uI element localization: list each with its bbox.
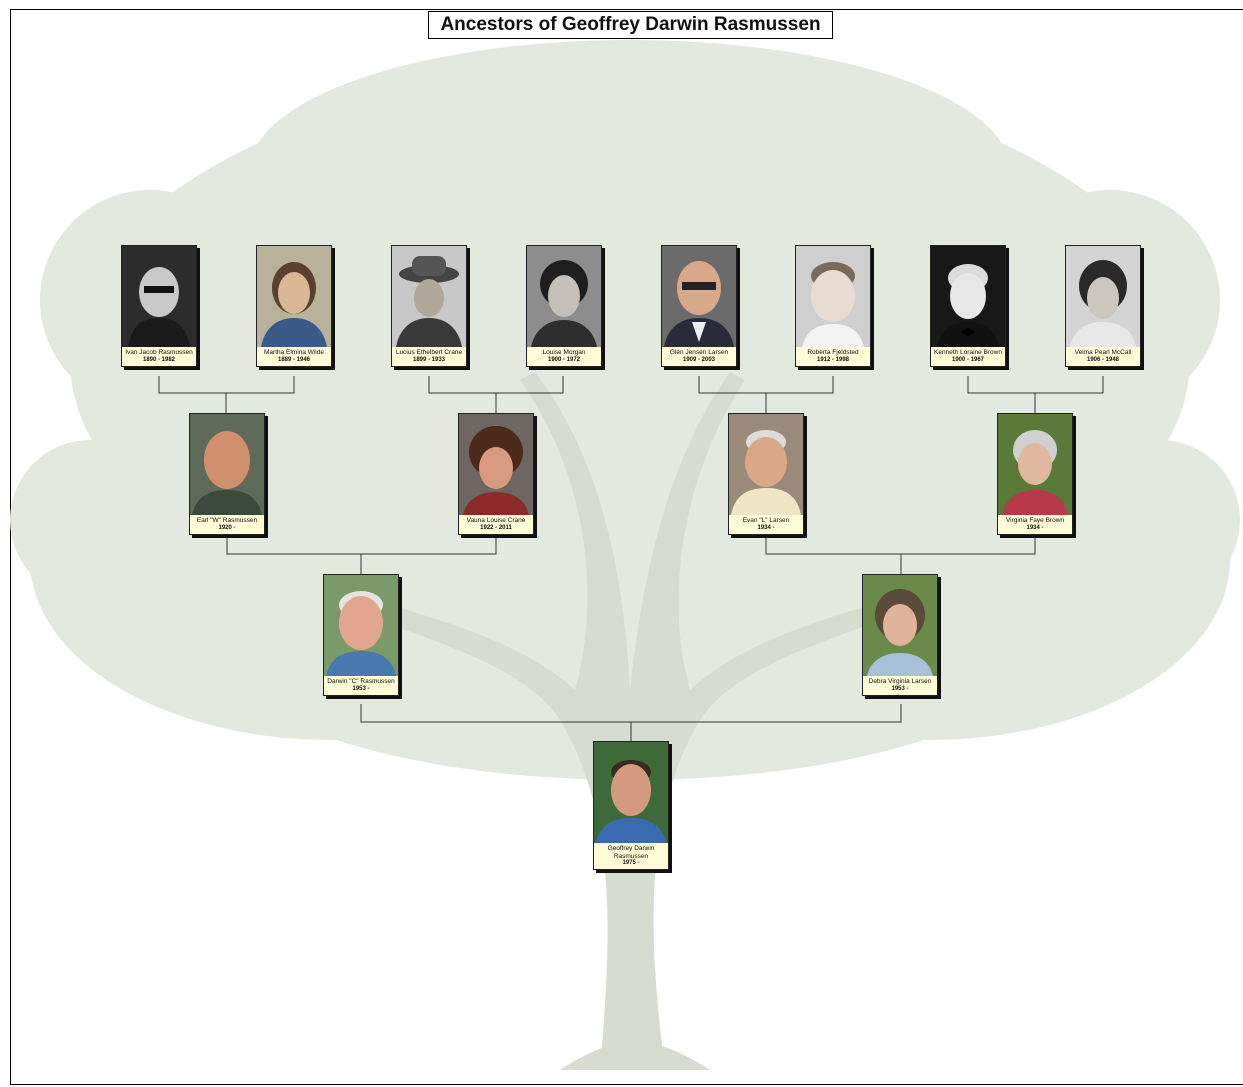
person-dates: 1934 - [1026,524,1044,531]
portrait-photo [729,414,803,515]
person-name: Virginia Faye Brown [1005,517,1065,524]
person-dates: 1906 - 1948 [1086,356,1120,363]
person-card[interactable]: Darwin "C" Rasmussen 1953 - [323,574,399,696]
person-name: Earl "W" Rasmussen [196,517,258,524]
portrait-photo [527,246,601,347]
person-card[interactable]: Vauna Louise Crane 1922 - 2011 [458,413,534,535]
person-dates: 1953 - [891,685,909,692]
portrait-photo [1066,246,1140,347]
chart-frame [10,9,1243,1085]
person-name: Velma Pearl McCall [1074,349,1132,356]
portrait-photo [190,414,264,515]
person-name: Vauna Louise Crane [466,517,526,524]
person-dates: 1934 - [757,524,775,531]
portrait-photo [863,575,937,676]
portrait-photo [998,414,1072,515]
person-name: Geoffrey Darwin Rasmussen [607,845,655,860]
person-dates: 1953 - [352,685,370,692]
portrait-photo [392,246,466,347]
person-dates: 1920 - [218,524,236,531]
person-card[interactable]: Martha Elmina Wilde 1889 - 1946 [256,245,332,367]
portrait-photo [931,246,1005,347]
portrait-photo [594,742,668,843]
person-name: Darwin "C" Rasmussen [327,678,395,685]
person-dates: 1922 - 2011 [480,524,512,531]
portrait-photo [324,575,398,676]
person-name: Louise Morgan [542,349,586,356]
portrait-photo [459,414,533,515]
person-name: Roberta Fjeldsted [807,349,859,356]
person-card[interactable]: Roberta Fjeldsted 1912 - 1998 [795,245,871,367]
person-name: Glen Jensen Larsen [669,349,729,356]
person-name: Martha Elmina Wilde [264,349,324,356]
person-card[interactable]: Lucius Ethelbert Crane 1899 - 1933 [391,245,467,367]
person-dates: 1900 - 1967 [951,356,985,363]
person-card[interactable]: Louise Morgan 1900 - 1972 [526,245,602,367]
person-dates: 1899 - 1933 [412,356,446,363]
person-dates: 1912 - 1998 [816,356,850,363]
person-name: Debra Virginia Larsen [868,678,932,685]
person-dates: 1909 - 2003 [682,356,716,363]
person-card[interactable]: Earl "W" Rasmussen 1920 - [189,413,265,535]
person-card[interactable]: Evan "L" Larsen 1934 - [728,413,804,535]
portrait-photo [796,246,870,347]
person-card-root[interactable]: Geoffrey Darwin Rasmussen 1975 - [593,741,669,870]
person-card[interactable]: Glen Jensen Larsen 1909 - 2003 [661,245,737,367]
person-card[interactable]: Virginia Faye Brown 1934 - [997,413,1073,535]
chart-title: Ancestors of Geoffrey Darwin Rasmussen [428,11,833,39]
person-card[interactable]: Velma Pearl McCall 1906 - 1948 [1065,245,1141,367]
person-dates: 1890 - 1982 [142,356,176,363]
person-card[interactable]: Debra Virginia Larsen 1953 - [862,574,938,696]
portrait-photo [257,246,331,347]
person-name: Evan "L" Larsen [742,517,790,524]
portrait-photo [122,246,196,347]
person-name: Lucius Ethelbert Crane [395,349,463,356]
person-card[interactable]: Kenneth Loraine Brown 1900 - 1967 [930,245,1006,367]
person-name: Kenneth Loraine Brown [934,349,1002,356]
portrait-photo [662,246,736,347]
person-dates: 1975 - [622,860,640,866]
person-name: Ivan Jacob Rasmussen [125,349,193,356]
person-card[interactable]: Ivan Jacob Rasmussen 1890 - 1982 [121,245,197,367]
person-dates: 1889 - 1946 [277,356,311,363]
person-dates: 1900 - 1972 [547,356,581,363]
